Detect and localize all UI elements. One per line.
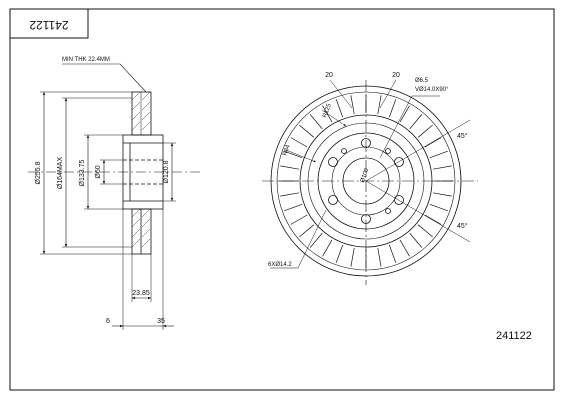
radius-r84: R84 (282, 144, 292, 157)
hole-dia: Ø6.5 (415, 78, 429, 84)
vent-slots (279, 94, 453, 268)
title-part-number: 241122 (29, 18, 68, 32)
vent-slot (429, 203, 448, 212)
dim-offset-b: 35 (157, 318, 165, 325)
vent-slot (429, 150, 448, 159)
hat-edge (317, 132, 415, 230)
footer-part-number: 241122 (496, 330, 532, 342)
hole-spec: VØ14.0X90° (415, 87, 449, 93)
title-block: 241122 (9, 8, 89, 39)
angle-right-b: 45° (457, 222, 468, 230)
friction-ring-bottom (131, 208, 152, 255)
vent-slot (290, 137, 308, 148)
friction-ring-top (131, 91, 152, 136)
vent-slot (409, 114, 423, 130)
dim-hub-max: Ø164MAX (57, 157, 64, 190)
front-view-labels: 20 20 Ø6.5 VØ14.0X90° R125 R84 Ø100 6XØ1… (268, 72, 468, 268)
vent-slot (299, 224, 315, 238)
vent-slot (377, 95, 382, 115)
side-view-labels: MIN THK 22.4MM Ø255.8 Ø164MAX Ø133.75 Ø6… (35, 57, 170, 325)
angle-right-a: 45° (457, 132, 468, 140)
hat-section (122, 134, 164, 210)
vent-slot (284, 150, 303, 159)
vent-slot (280, 165, 300, 170)
vent-slot (399, 239, 410, 257)
angle-top-b: 20 (392, 72, 400, 79)
dim-outer-diameter: Ø255.8 (35, 161, 42, 184)
vent-slot (280, 192, 300, 197)
vent-slot (335, 99, 344, 118)
vent-slot (309, 232, 323, 248)
vent-slot (284, 203, 303, 212)
bolt-circle: Ø100 (360, 167, 371, 183)
vent-slot (335, 244, 344, 263)
vent-slot (290, 214, 308, 225)
vent-slot (377, 247, 382, 267)
center-bore (342, 157, 390, 205)
dim-hat-diameter: Ø133.75 (79, 159, 86, 186)
bolt-holes (328, 138, 404, 224)
vent-slot (417, 124, 433, 138)
vent-slot (432, 192, 452, 197)
vent-slot (322, 239, 333, 257)
vent-slot (388, 99, 397, 118)
vent-slot (399, 105, 410, 123)
dim-center-bore: Ø60 (95, 165, 102, 178)
friction-inner-edge (299, 114, 433, 248)
drawing-frame (9, 8, 555, 391)
vent-slot (322, 105, 333, 123)
vent-slot (424, 137, 442, 148)
front-view (262, 79, 478, 285)
vent-slot (299, 124, 315, 138)
dim-inner-diameter: Ø120.8 (163, 160, 170, 183)
min-thickness-label: MIN THK 22.4MM (62, 57, 110, 63)
vent-slot (309, 114, 323, 130)
dim-offset-a: 6 (106, 318, 110, 325)
side-view (28, 63, 200, 330)
radius-r125: R125 (322, 103, 333, 119)
vent-slot (388, 244, 397, 263)
vent-slot (409, 232, 423, 248)
dim-height: 23.85 (132, 290, 150, 297)
vent-slot (432, 165, 452, 170)
angle-top-a: 20 (325, 72, 333, 79)
vent-slot (350, 247, 355, 267)
vent-slot (424, 214, 442, 225)
vent-slot (350, 95, 355, 115)
vent-slot (417, 224, 433, 238)
bolt-holes-spec: 6XØ14.2 (268, 262, 292, 268)
